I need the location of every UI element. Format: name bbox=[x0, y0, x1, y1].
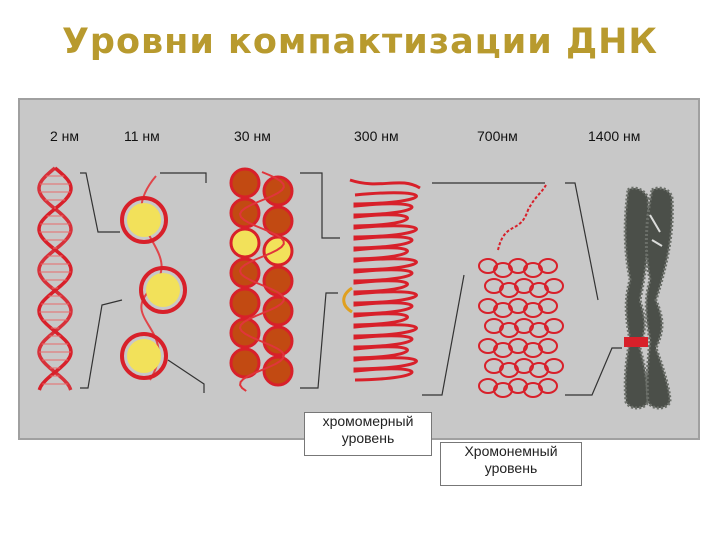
nucleosome-fiber bbox=[122, 176, 185, 380]
chromosome bbox=[624, 188, 672, 408]
chromonema-loop bbox=[539, 339, 557, 353]
chromonema-loop bbox=[539, 299, 557, 313]
fiber-nucleosome bbox=[231, 229, 259, 257]
chromomere-level-line1: хромомерный bbox=[305, 413, 431, 430]
fiber-nucleosome bbox=[231, 169, 259, 197]
dna-double-helix bbox=[39, 168, 71, 390]
chromonema-loop bbox=[545, 319, 563, 333]
fiber-nucleosome bbox=[231, 289, 259, 317]
chromonema-loop bbox=[545, 359, 563, 373]
loop-domain-300nm bbox=[344, 180, 420, 380]
chromosome-highlight-band bbox=[624, 337, 648, 347]
fiber-nucleosome bbox=[264, 357, 292, 385]
chromonema-level-box: Хромонемный уровень bbox=[440, 442, 582, 486]
chromonema-level-line2: уровень bbox=[441, 460, 581, 477]
chromonema-loop bbox=[539, 379, 557, 393]
chromomere-level-box: хромомерный уровень bbox=[304, 412, 432, 456]
fiber-nucleosome bbox=[264, 327, 292, 355]
fiber-nucleosome bbox=[264, 267, 292, 295]
chromonema-strand bbox=[498, 185, 546, 250]
nucleosome bbox=[122, 334, 166, 378]
chromomere-level-line2: уровень bbox=[305, 430, 431, 447]
condensed-loops-700nm bbox=[479, 185, 563, 397]
chromonema-loop bbox=[545, 279, 563, 293]
chromonema-loop bbox=[539, 259, 557, 273]
nucleosome bbox=[141, 268, 185, 312]
solenoid-fiber-30nm bbox=[231, 169, 292, 391]
fiber-nucleosome bbox=[264, 177, 292, 205]
fiber-nucleosome bbox=[264, 237, 292, 265]
chromonema-level-line1: Хромонемный bbox=[441, 443, 581, 460]
nucleosome bbox=[122, 198, 166, 242]
